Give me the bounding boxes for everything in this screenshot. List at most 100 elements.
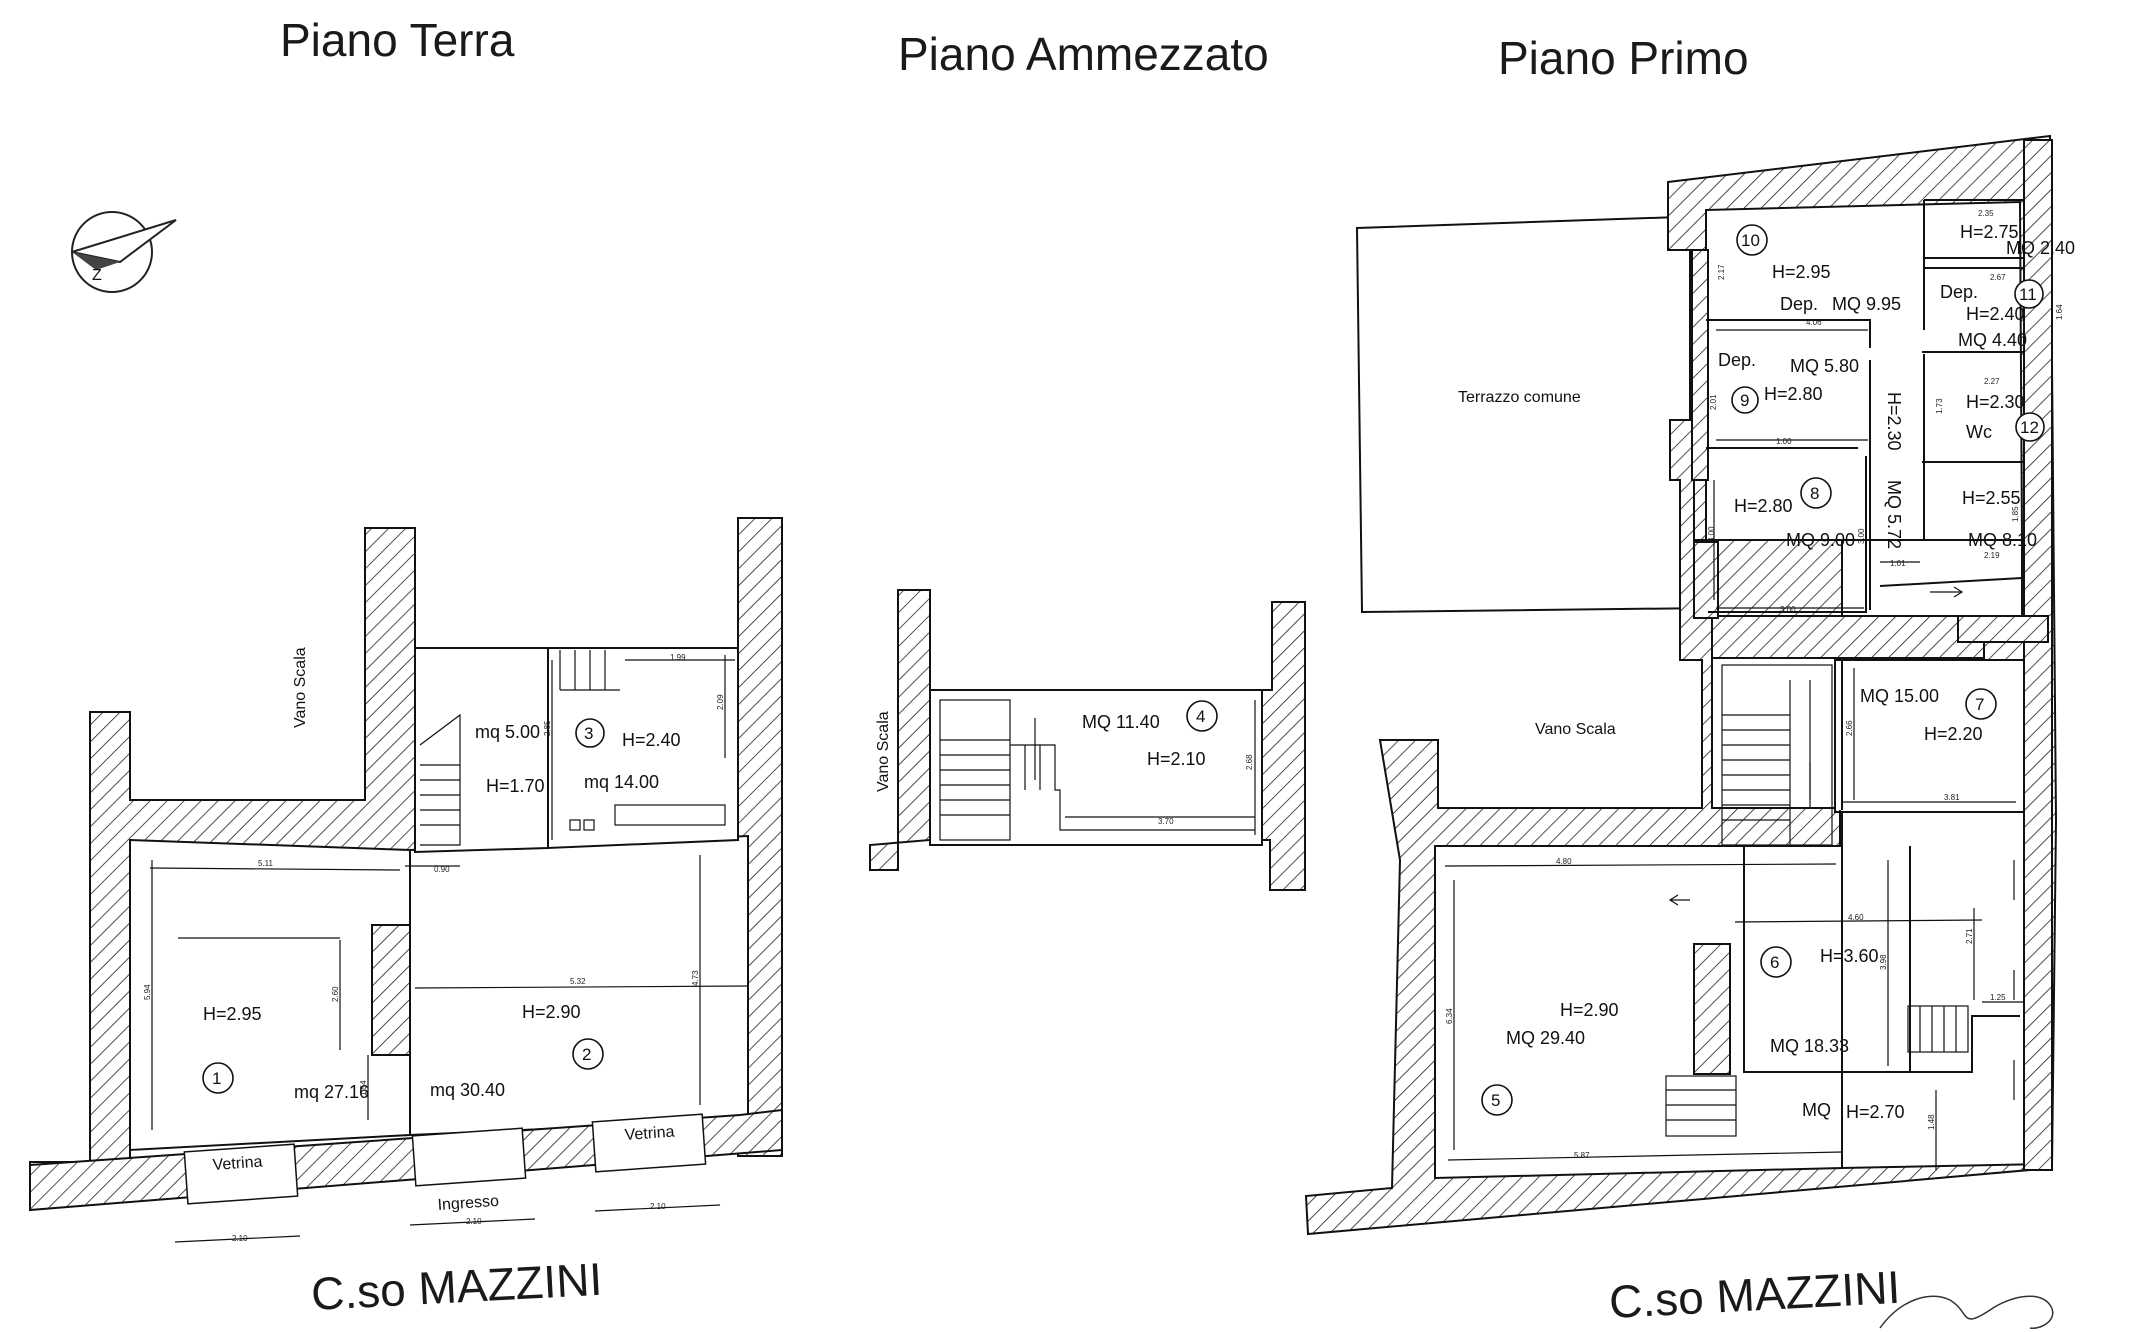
room-b-height: H=2.55	[1962, 488, 2021, 508]
title-piano-terra: Piano Terra	[280, 14, 515, 66]
dim-2-71: 2.71	[1965, 928, 1974, 944]
bottom-room-height: H=2.70	[1846, 1102, 1905, 1122]
room-b-area: MQ 8.10	[1968, 530, 2037, 550]
room-9-number: 9	[1740, 391, 1749, 410]
dim-4-73: 4.73	[691, 970, 700, 986]
dim-5-94: 5.94	[143, 984, 152, 1000]
room-11-height: H=2.40	[1966, 304, 2025, 324]
title-piano-primo: Piano Primo	[1498, 32, 1749, 84]
dim-2-17: 2.17	[1717, 264, 1726, 280]
ground-vano-scala: Vano Scala	[292, 647, 309, 728]
dim-2-27: 2.27	[1984, 377, 2000, 386]
corridor-height: H=2.30	[1884, 392, 1904, 451]
mezzanine-vano-scala: Vano Scala	[875, 711, 892, 792]
dim-3-00-b: 3.00	[1780, 605, 1796, 614]
dim-1-99: 1.99	[670, 653, 686, 662]
svg-text:Z: Z	[92, 267, 102, 284]
dim-2-09: 2.09	[716, 694, 725, 710]
room-9-area: MQ 5.80	[1790, 356, 1859, 376]
room-7-number: 7	[1975, 695, 1984, 714]
dim-2-67: 2.67	[1990, 273, 2006, 282]
room-6-height: H=3.60	[1820, 946, 1879, 966]
street-name-left: C.so MAZZINI	[310, 1253, 604, 1320]
north-arrow-icon: Z	[71, 211, 177, 293]
dim-1-48: 1.48	[1927, 1114, 1936, 1130]
room-7-area: MQ 15.00	[1860, 686, 1939, 706]
ingresso-label: Ingresso	[437, 1193, 500, 1214]
dim-2-60: 2.60	[331, 986, 340, 1002]
room-8-number: 8	[1810, 484, 1819, 503]
corridor-area: MQ 5.72	[1884, 480, 1904, 549]
dim-1-25: 1.25	[1990, 993, 2006, 1002]
room-12-wc: Wc	[1966, 422, 1992, 442]
dim-2-19: 2.19	[1984, 551, 2000, 560]
room-3-number: 3	[584, 724, 593, 743]
dim-2-10-c: 2.10	[650, 1202, 666, 1211]
room-11-number: 11	[2019, 285, 2037, 304]
room-8-area: MQ 9.00	[1786, 530, 1855, 550]
room-3-area: mq 14.00	[584, 772, 659, 792]
dim-1-54: 1.54	[359, 1080, 368, 1096]
vetrina-left: Vetrina	[212, 1154, 263, 1174]
dim-1-01: 1.01	[1890, 559, 1906, 568]
signature-scribble	[1879, 1295, 2054, 1329]
dim-3-81: 3.81	[1944, 793, 1960, 802]
room-4-number: 4	[1196, 707, 1205, 726]
room-10-area: MQ 9.95	[1832, 294, 1901, 314]
room-5-area: MQ 29.40	[1506, 1028, 1585, 1048]
dim-5-11: 5.11	[258, 859, 274, 868]
room-2-height: H=2.90	[522, 1002, 581, 1022]
room-4-area: MQ 11.40	[1082, 712, 1160, 732]
room-3-height: H=2.40	[622, 730, 681, 750]
room-2-area: mq 30.40	[430, 1080, 505, 1100]
first-floor-plan: Terrazzo comune Vano Scala 5 H=2.90 MQ 2…	[1304, 134, 2075, 1236]
first-floor-vano-scala: Vano Scala	[1535, 721, 1616, 738]
mezzanine-stair	[939, 699, 1255, 841]
dim-3-70: 3.70	[1158, 817, 1174, 826]
terrazzo-comune: Terrazzo comune	[1458, 389, 1581, 406]
dim-5-87: 5.87	[1574, 1151, 1590, 1160]
title-piano-ammezzato: Piano Ammezzato	[898, 28, 1269, 80]
room-1-height: H=2.95	[203, 1004, 262, 1024]
dim-5-32: 5.32	[570, 977, 586, 986]
dim-6-34: 6.34	[1445, 1008, 1454, 1024]
room-5-number: 5	[1491, 1091, 1500, 1110]
room-7-height: H=2.20	[1924, 724, 1983, 744]
dim-2-10-b: 2.10	[466, 1217, 482, 1226]
ground-stair	[419, 650, 620, 846]
dim-1-85: 1.85	[2011, 506, 2020, 522]
dim-3-00-c: 3.00	[1857, 528, 1866, 544]
ground-floor-plan: Vano Scala 1 H=2.95 mq 27.16 2 H=2.90 mq…	[29, 517, 783, 1243]
room-11-area: MQ 4.40	[1958, 330, 2027, 350]
dim-4-60: 4.60	[1848, 913, 1864, 922]
room-4-height: H=2.10	[1147, 749, 1206, 769]
room-8-height: H=2.80	[1734, 496, 1793, 516]
room-12-height: H=2.30	[1966, 392, 2025, 412]
room-9-dep: Dep.	[1718, 350, 1756, 370]
room-10-dep: Dep.	[1780, 294, 1818, 314]
dim-0-90: 0.90	[434, 865, 450, 874]
room-6-number: 6	[1770, 953, 1779, 972]
room-1-area: mq 27.16	[294, 1082, 369, 1102]
dim-1-73: 1.73	[1935, 398, 1944, 414]
dim-2-68: 2.68	[1245, 754, 1254, 770]
room-5-height: H=2.90	[1560, 1000, 1619, 1020]
dim-3-00-a: 3.00	[1707, 526, 1716, 542]
room-12-number: 12	[2020, 418, 2039, 437]
dim-2-01: 2.01	[1709, 394, 1718, 410]
bottom-room-area: MQ	[1802, 1100, 1831, 1120]
room-6-area: MQ 18.33	[1770, 1036, 1849, 1056]
dim-2-35: 2.35	[1978, 209, 1994, 218]
small-room-height: H=1.70	[486, 776, 545, 796]
room-11-dep: Dep.	[1940, 282, 1978, 302]
dim-2-85: 2.85	[543, 720, 552, 736]
room-top-height: H=2.75	[1960, 222, 2019, 242]
vetrina-right: Vetrina	[624, 1124, 675, 1144]
mezzanine-plan: 4 MQ 11.40 H=2.10 Vano Scala 2.68 3.70	[869, 589, 1306, 891]
room-2-number: 2	[582, 1045, 591, 1064]
dim-3-98: 3.98	[1879, 954, 1888, 970]
small-room-area: mq 5.00	[475, 722, 540, 742]
dim-2-66: 2.66	[1845, 720, 1854, 736]
dim-2-10-a: 2.10	[232, 1234, 248, 1243]
